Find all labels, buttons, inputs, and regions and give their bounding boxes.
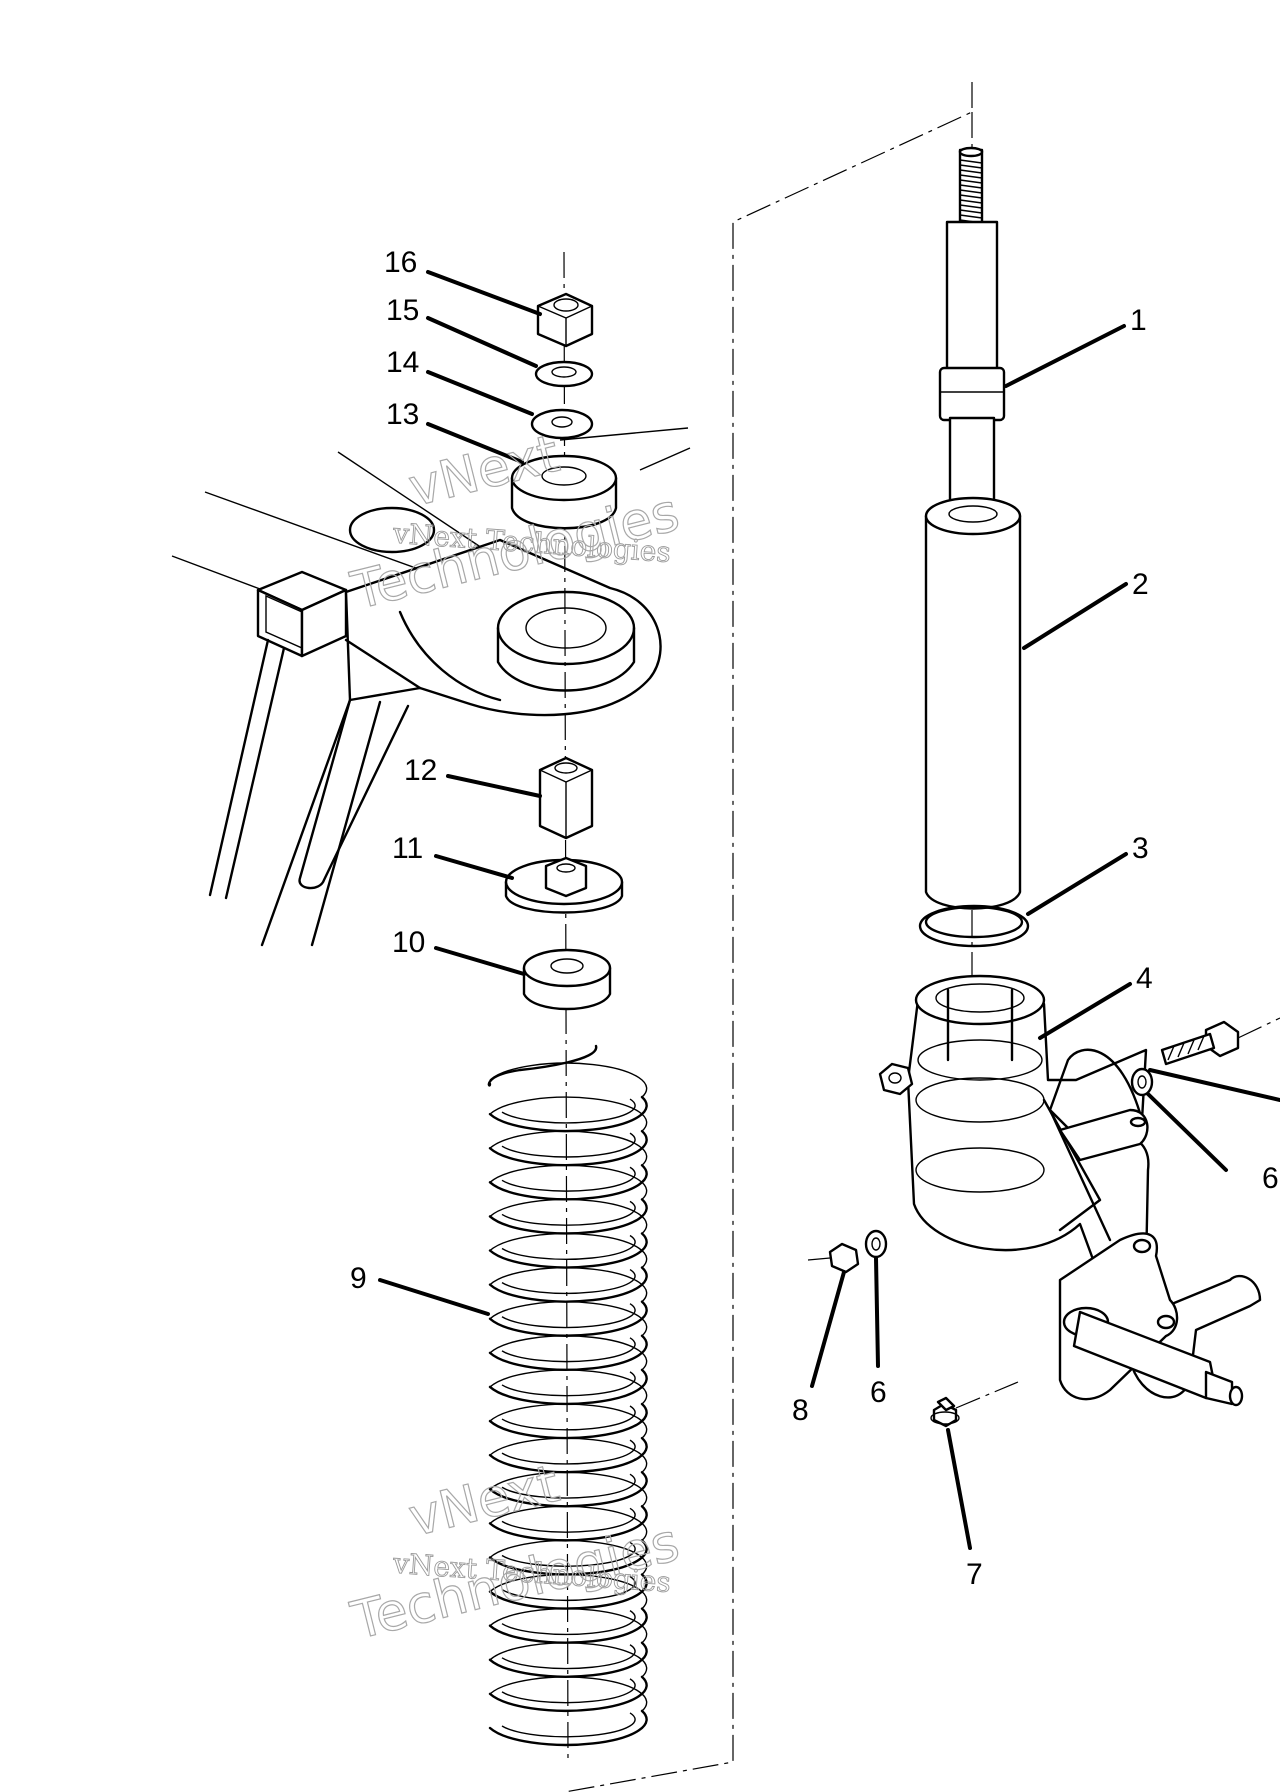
part-3-seal-ring: [918, 904, 1030, 948]
assembly-boundary-frame: [564, 82, 973, 1792]
part-2-strut-body: [924, 496, 1022, 910]
callout-7: 7: [966, 1558, 983, 1591]
callout-11: 11: [392, 832, 423, 865]
part-11-flange-nut: [504, 856, 624, 914]
callout-numbers: 1 2 3 4 6 6 7 8 9 10 11 12 13 14 15 16: [350, 246, 1279, 1591]
callout-14: 14: [386, 346, 419, 379]
watermark-bottom-line1: vNext: [403, 1454, 565, 1549]
part-8-hex-nut: [807, 1242, 860, 1274]
callout-16: 16: [384, 246, 417, 279]
part-15-lock-washer: [534, 360, 594, 388]
callout-12: 12: [404, 754, 437, 787]
part-7-flange-bolt: [930, 1381, 1019, 1428]
part-4-spindle-housing: [878, 974, 1262, 1407]
callout-10: 10: [392, 926, 425, 959]
callout-15: 15: [386, 294, 419, 327]
part-14-flat-washer: [530, 408, 594, 440]
part-13-bushing: [510, 454, 618, 530]
callout-3: 3: [1132, 832, 1149, 865]
part-6-washer-lower: [864, 1229, 888, 1259]
part-6-washer-upper: [1130, 1067, 1154, 1097]
callout-1: 1: [1130, 304, 1147, 337]
callout-2: 2: [1132, 568, 1149, 601]
callout-8: 8: [792, 1394, 809, 1427]
leader-lines: [378, 270, 1280, 1550]
part-bolt-upper: [1160, 1017, 1280, 1066]
part-9-coil-spring: [487, 1044, 648, 1747]
frame-bracket: [171, 427, 691, 947]
watermark-bottom: vNext vNext Technologies Technologies: [345, 1453, 686, 1652]
callout-13: 13: [386, 398, 419, 431]
callout-4: 4: [1136, 962, 1153, 995]
part-12-spacer: [538, 756, 594, 840]
callout-9: 9: [350, 1262, 367, 1295]
callout-6-lower: 6: [870, 1376, 887, 1409]
part-10-spring-seat: [522, 948, 612, 1011]
part-16-hex-nut: [536, 292, 594, 348]
part-1-strut-rod: [938, 146, 1006, 530]
callout-6-right: 6: [1262, 1162, 1279, 1195]
